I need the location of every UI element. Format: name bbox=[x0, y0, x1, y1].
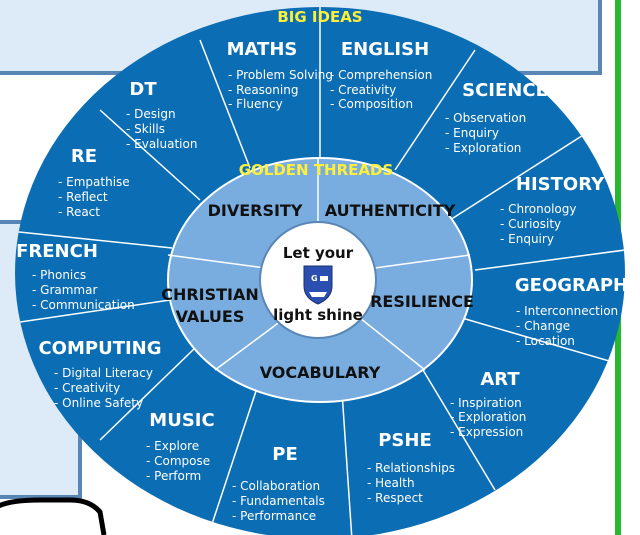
subject-item: - Relationships bbox=[367, 461, 455, 475]
subject-title: HISTORY bbox=[516, 174, 605, 195]
spoke-re-dt bbox=[99, 109, 201, 201]
subject-title: ENGLISH bbox=[341, 39, 429, 60]
subject-title: ART bbox=[480, 369, 520, 390]
subject-title: PE bbox=[272, 444, 298, 465]
subject-maths: MATHS - Problem Solving - Reasoning - Fl… bbox=[227, 39, 333, 111]
subject-item: - Grammar bbox=[32, 283, 97, 297]
bottom-left-shape bbox=[0, 497, 107, 535]
subject-english: ENGLISH - Comprehension - Creativity - C… bbox=[330, 39, 432, 111]
subject-item: - Health bbox=[367, 476, 415, 490]
subject-item: - Exploration bbox=[450, 410, 526, 424]
subject-item: - Inspiration bbox=[450, 396, 522, 410]
subject-item: - Interconnection bbox=[516, 304, 618, 318]
subject-pshe: PSHE - Relationships - Health - Respect bbox=[367, 430, 455, 505]
subject-item: - Reasoning bbox=[228, 83, 298, 97]
subject-item: - Comprehension bbox=[330, 68, 432, 82]
spoke-computing-french bbox=[15, 299, 171, 326]
golden-threads-title: GOLDEN THREADS bbox=[239, 161, 394, 179]
subject-item: - Expression bbox=[450, 425, 523, 439]
big-ideas-title: BIG IDEAS bbox=[277, 8, 362, 26]
subject-title: MUSIC bbox=[149, 410, 214, 431]
thread-christian-values-line2: VALUES bbox=[176, 307, 245, 326]
center-line-2: light shine bbox=[273, 306, 363, 324]
subject-re: RE - Empathise - Reflect - React bbox=[58, 146, 130, 219]
thread-vocabulary: VOCABULARY bbox=[260, 363, 381, 382]
subject-item: - Skills bbox=[126, 122, 165, 136]
center-line-1: Let your bbox=[283, 244, 354, 262]
subject-item: - Perform bbox=[146, 469, 201, 483]
subject-item: - Creativity bbox=[330, 83, 396, 97]
subject-music: MUSIC - Explore - Compose - Perform bbox=[146, 410, 215, 483]
subject-title: PSHE bbox=[378, 430, 432, 451]
spoke-pe-music bbox=[209, 384, 259, 531]
subject-title: MATHS bbox=[227, 39, 298, 60]
subject-item: - Composition bbox=[330, 97, 413, 111]
subject-item: - Reflect bbox=[58, 190, 108, 204]
spoke-music-computing bbox=[99, 347, 196, 441]
subject-item: - Location bbox=[516, 334, 575, 348]
subject-item: - Enquiry bbox=[500, 232, 554, 246]
subject-item: - Curiosity bbox=[500, 217, 561, 231]
subject-item: - Design bbox=[126, 107, 176, 121]
thread-authenticity: AUTHENTICITY bbox=[325, 201, 456, 220]
subject-art: ART - Inspiration - Exploration - Expres… bbox=[450, 369, 526, 439]
subject-title: FRENCH bbox=[16, 241, 98, 262]
subject-item: - Enquiry bbox=[445, 126, 499, 140]
subject-history: HISTORY - Chronology - Curiosity - Enqui… bbox=[500, 174, 605, 246]
spoke-pshe-pe bbox=[341, 391, 353, 535]
spoke-dt-maths bbox=[199, 39, 251, 169]
subject-item: - Respect bbox=[367, 491, 423, 505]
subject-item: - Empathise bbox=[58, 175, 130, 189]
subject-french: FRENCH - Phonics - Grammar - Communicati… bbox=[16, 241, 135, 312]
thread-resilience: RESILIENCE bbox=[370, 292, 474, 311]
spoke-french-re bbox=[15, 229, 173, 249]
subject-dt: DT - Design - Skills - Evaluation bbox=[126, 79, 197, 151]
subject-item: - Chronology bbox=[500, 202, 576, 216]
school-crest-icon: G bbox=[303, 265, 333, 305]
subject-item: - Online Safety bbox=[54, 396, 143, 410]
spoke-english-science bbox=[394, 49, 476, 171]
subject-computing: COMPUTING - Digital Literacy - Creativit… bbox=[38, 338, 161, 410]
subject-title: DT bbox=[129, 79, 157, 100]
subject-item: - Change bbox=[516, 319, 570, 333]
spoke-art-pshe bbox=[419, 364, 496, 491]
subject-item: - React bbox=[58, 205, 100, 219]
subject-item: - Performance bbox=[232, 509, 316, 523]
subject-item: - Collaboration bbox=[232, 479, 320, 493]
subject-title: COMPUTING bbox=[38, 338, 161, 359]
subject-title: SCIENCE bbox=[462, 80, 548, 101]
subject-item: - Phonics bbox=[32, 268, 86, 282]
subject-item: - Compose bbox=[146, 454, 210, 468]
svg-text:G: G bbox=[311, 274, 318, 283]
subject-item: - Problem Solving bbox=[228, 68, 333, 82]
subject-pe: PE - Collaboration - Fundamentals - Perf… bbox=[232, 444, 325, 523]
subject-science: SCIENCE - Observation - Enquiry - Explor… bbox=[445, 80, 548, 155]
thread-christian-values-line1: CHRISTIAN bbox=[161, 285, 259, 304]
subject-item: - Explore bbox=[146, 439, 199, 453]
subject-item: - Fluency bbox=[228, 97, 283, 111]
subject-item: - Communication bbox=[32, 298, 135, 312]
spoke-history-geography bbox=[474, 247, 625, 271]
subject-item: - Evaluation bbox=[126, 137, 197, 151]
subject-item: - Creativity bbox=[54, 381, 120, 395]
subject-title: GEOGRAPHY bbox=[515, 275, 640, 296]
subject-item: - Fundamentals bbox=[232, 494, 325, 508]
thread-diversity: DIVERSITY bbox=[208, 201, 303, 220]
subject-item: - Exploration bbox=[445, 141, 521, 155]
subject-geography: GEOGRAPHY - Interconnection - Change - L… bbox=[515, 275, 640, 348]
subject-item: - Observation bbox=[445, 111, 526, 125]
subject-item: - Digital Literacy bbox=[54, 366, 153, 380]
subject-title: RE bbox=[71, 146, 97, 167]
